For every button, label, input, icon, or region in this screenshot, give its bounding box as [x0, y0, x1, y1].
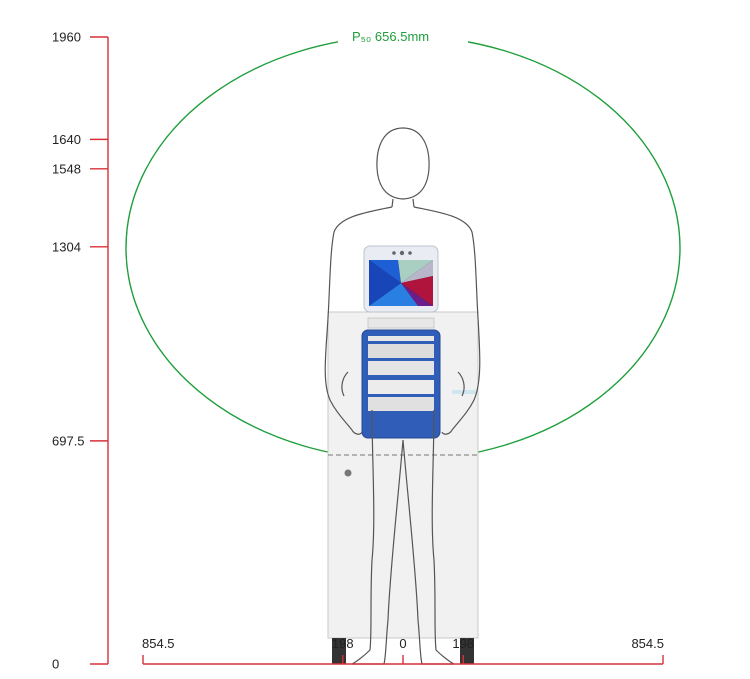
panel-strip-top [368, 336, 434, 341]
horizontal-axis: 854.5 198 0 198 854.5 [142, 636, 664, 665]
figure-right-arm [413, 206, 481, 431]
screen-graphic [369, 260, 433, 306]
envelope-label: P₅₀ 656.5mm [352, 29, 429, 44]
panel-tray-1 [368, 344, 434, 358]
panel-tray-4 [368, 397, 434, 411]
vertical-tick-label: 1548 [52, 161, 81, 176]
panel-shelf [367, 317, 435, 329]
horizontal-tick-label: 854.5 [142, 636, 175, 651]
panel-tray-2 [368, 361, 434, 375]
vertical-tick-label: 1640 [52, 132, 81, 147]
figure-left-arm [324, 206, 393, 431]
panel-tray-3 [368, 380, 434, 394]
camera-lens [399, 250, 405, 256]
envelope-label-mask [338, 26, 468, 46]
figure-right-leg [402, 409, 455, 665]
horizontal-tick-label: 854.5 [631, 636, 664, 651]
vertical-tick-label: 1960 [52, 30, 81, 45]
vertical-axis: 1960 1640 1548 1304 697.5 0 [52, 30, 109, 672]
figure-head [376, 127, 430, 200]
horizontal-tick-label: 198 [332, 636, 354, 651]
figure-neck [391, 198, 415, 208]
machine [327, 245, 479, 664]
figure-left-leg [351, 409, 404, 665]
figure-elbows [341, 371, 465, 397]
vertical-tick-label: 1304 [52, 239, 81, 254]
sensor-dot [408, 251, 412, 255]
camera-dot [392, 251, 396, 255]
figure-hands [351, 429, 453, 435]
human-figure [324, 127, 481, 665]
horizontal-tick-label: 0 [399, 636, 406, 651]
vertical-tick-label: 697.5 [52, 433, 85, 448]
vertical-tick-label: 0 [52, 657, 59, 672]
horizontal-tick-label: 198 [452, 636, 474, 651]
machine-lock [344, 469, 352, 477]
